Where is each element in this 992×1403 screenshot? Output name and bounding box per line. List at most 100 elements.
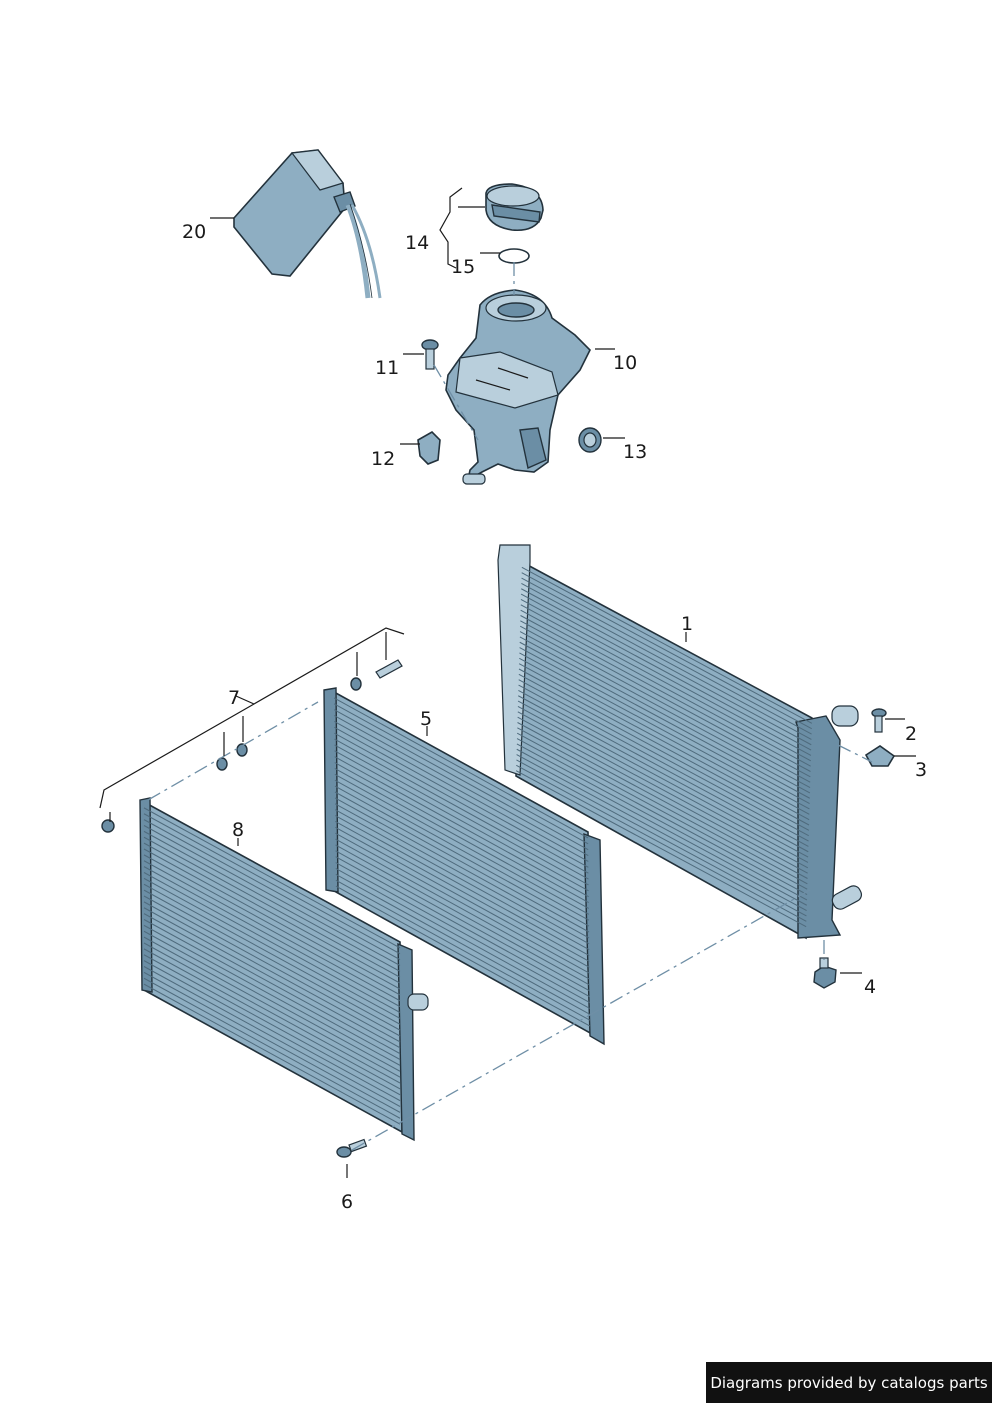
- callout-20: 20: [182, 221, 206, 243]
- part-13-grommet: [578, 427, 602, 453]
- fin-line: [143, 907, 401, 1049]
- fin-line: [143, 866, 401, 1008]
- fin-line: [521, 577, 812, 735]
- callout-11: 11: [375, 357, 399, 379]
- fin-line: [521, 588, 812, 746]
- fin-line: [143, 960, 401, 1102]
- fin-line: [334, 726, 589, 868]
- fin-line: [143, 977, 401, 1119]
- fin-line: [335, 838, 590, 980]
- fin-line: [334, 750, 589, 892]
- fin-line: [517, 700, 809, 858]
- fin-line: [335, 832, 590, 974]
- fin-line: [517, 722, 808, 879]
- fin-line: [143, 948, 401, 1090]
- fin-line: [143, 807, 401, 949]
- part-1-radiator: [497, 544, 863, 940]
- fin-line: [521, 572, 812, 730]
- fin-line: [518, 663, 810, 821]
- callout-4: 4: [864, 976, 876, 998]
- part-3-bracket: [864, 745, 896, 767]
- fin-line: [143, 842, 401, 984]
- part-4-drain-plug: [813, 957, 837, 989]
- fin-line: [518, 668, 810, 826]
- fin-line: [143, 971, 401, 1113]
- fin-line: [143, 813, 401, 955]
- fin-line: [519, 631, 811, 788]
- fin-line: [334, 815, 590, 956]
- fin-line: [143, 924, 401, 1066]
- fin-line: [143, 895, 401, 1037]
- fin-line: [333, 697, 589, 839]
- leader-lines: [99, 187, 916, 1178]
- callout-12: 12: [371, 448, 395, 470]
- fin-line: [143, 877, 401, 1019]
- fin-line: [334, 773, 590, 915]
- part-11-screw: [421, 339, 439, 370]
- fin-line: [517, 706, 809, 863]
- fin-line: [334, 803, 590, 945]
- fin-line: [520, 604, 812, 762]
- part-12-clip: [417, 431, 441, 465]
- fin-line: [516, 738, 808, 895]
- part-10-expansion-tank: [445, 289, 591, 485]
- fin-line: [334, 809, 590, 951]
- part-20-coolant-canister: [233, 149, 382, 299]
- fin-line: [143, 913, 401, 1055]
- fin-line: [518, 695, 809, 853]
- fin-line: [334, 744, 589, 886]
- fin-line: [516, 759, 807, 917]
- callout-14: 14: [405, 232, 429, 254]
- fin-line: [143, 983, 401, 1125]
- fin-line: [143, 848, 401, 990]
- fin-line: [333, 715, 589, 856]
- callout-6: 6: [341, 1191, 353, 1213]
- fin-line: [143, 901, 401, 1043]
- fin-line: [143, 936, 401, 1078]
- fin-line: [143, 872, 401, 1013]
- fin-line: [143, 836, 401, 978]
- fin-line: [335, 844, 590, 986]
- fin-line: [520, 609, 811, 767]
- part-6-screw: [336, 1138, 368, 1158]
- fin-line: [334, 738, 589, 880]
- fin-line: [335, 873, 591, 1015]
- fin-line: [520, 620, 811, 778]
- fin-line: [143, 825, 401, 966]
- fin-line: [518, 689, 809, 847]
- fin-line: [143, 860, 401, 1002]
- fin-line: [519, 641, 810, 799]
- fin-line: [334, 762, 589, 904]
- fin-line: [335, 850, 590, 992]
- part-2-screw: [871, 708, 887, 733]
- fin-line: [516, 732, 808, 890]
- fin-line: [143, 930, 401, 1072]
- callout-10: 10: [613, 352, 637, 374]
- fin-line: [518, 673, 810, 831]
- callout-13: 13: [623, 441, 647, 463]
- fin-line: [143, 883, 401, 1025]
- part-8-condenser: [139, 797, 429, 1142]
- part-14-cap: [485, 183, 544, 232]
- fin-line: [516, 764, 807, 922]
- fin-line: [334, 768, 590, 909]
- fin-line: [335, 820, 590, 962]
- fin-line: [520, 615, 811, 772]
- fin-line: [143, 919, 401, 1060]
- callout-1: 1: [681, 613, 693, 635]
- fin-line: [334, 791, 590, 933]
- fin-line: [143, 942, 401, 1084]
- callout-labels: 1 2 3 4 5 6 7 8 10 11 12 13 14 15 20: [182, 221, 927, 1213]
- fin-line: [520, 593, 812, 751]
- callout-15: 15: [451, 256, 475, 278]
- fin-line: [519, 636, 811, 794]
- assembly-lines: [147, 262, 873, 1151]
- fin-line: [520, 599, 812, 756]
- fin-line: [518, 679, 809, 837]
- fin-line: [333, 703, 589, 845]
- fin-line: [335, 862, 590, 1004]
- fin-line: [334, 779, 590, 921]
- fin-line: [519, 657, 810, 815]
- fin-line: [516, 743, 808, 901]
